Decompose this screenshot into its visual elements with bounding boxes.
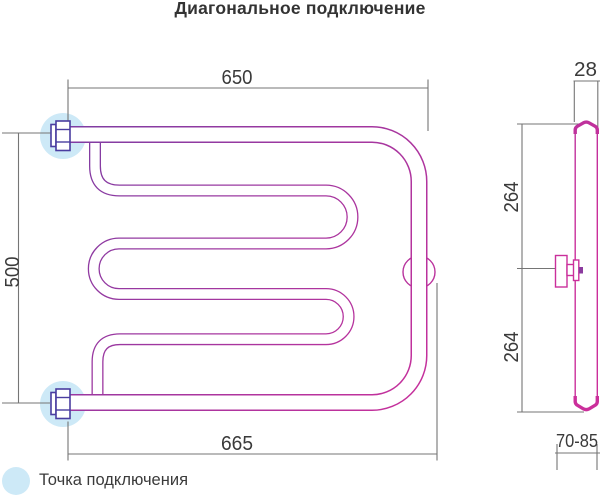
dim-pipe-diameter: 28 xyxy=(574,59,597,81)
dim-height: 500 xyxy=(2,257,24,288)
legend-label: Точка подключения xyxy=(39,471,188,489)
legend-connection-point-marker xyxy=(2,467,30,495)
dim-bottom-width: 665 xyxy=(221,433,253,455)
bracket-pin xyxy=(578,267,583,274)
connection-fitting-bottom xyxy=(50,388,71,420)
side-view xyxy=(554,120,599,412)
side-pipe-top-cap xyxy=(573,120,599,134)
dimension-lines xyxy=(2,79,600,470)
connection-fitting-top xyxy=(50,120,71,152)
serpentine-coil xyxy=(87,137,359,400)
dim-wall-distance: 70-85 xyxy=(556,431,598,451)
dim-lower-spacing: 264 xyxy=(501,332,523,363)
dim-top-width: 650 xyxy=(222,67,253,89)
wall-bracket xyxy=(554,254,583,288)
diagram-title: Диагональное подключение xyxy=(174,0,426,18)
dim-upper-spacing: 264 xyxy=(501,182,523,213)
outer-pipe-loop xyxy=(66,126,428,411)
side-pipe-bottom-cap xyxy=(573,396,599,412)
